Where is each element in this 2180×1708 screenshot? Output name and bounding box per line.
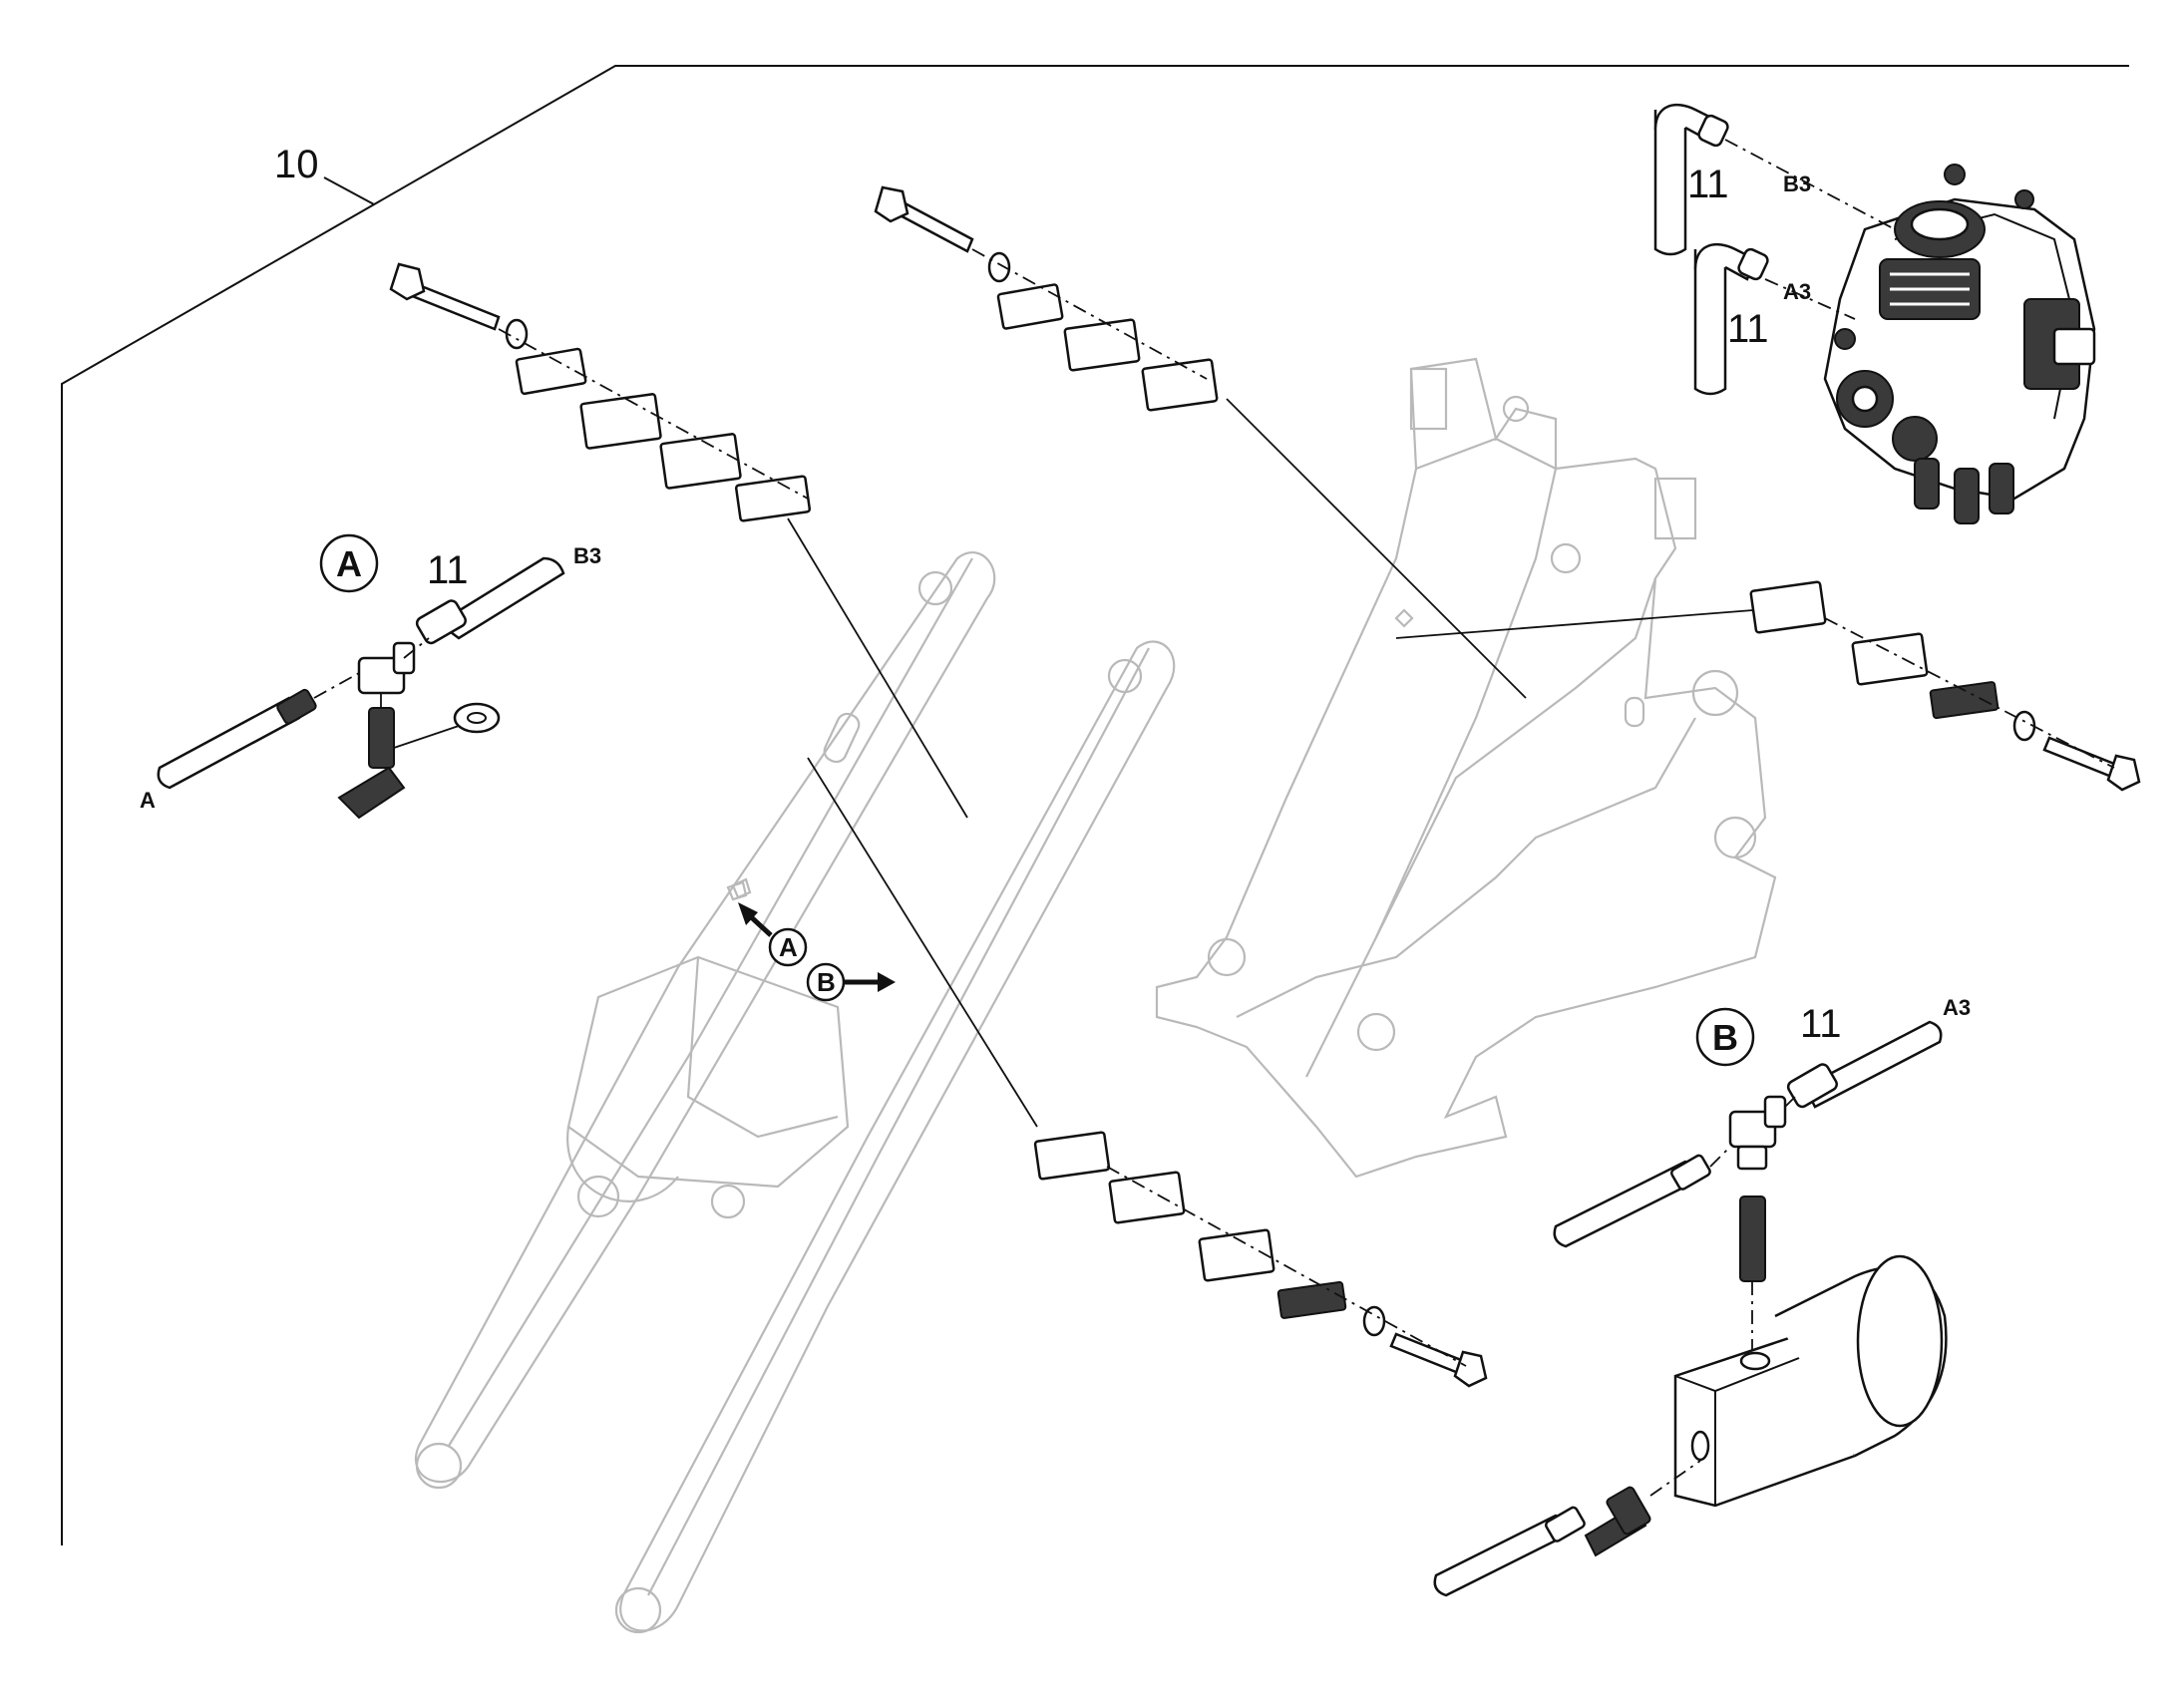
detail-marker-b: B: [1712, 1017, 1738, 1058]
clamp-kit-2: [874, 185, 1527, 699]
hoses-to-valve: 11 11 B3 A3: [1653, 103, 1896, 396]
control-valve: [1823, 164, 2096, 524]
marker-a-small: A: [779, 932, 798, 962]
detail-marker-a: A: [336, 543, 362, 584]
port-tag-a3-top: A3: [1783, 279, 1811, 304]
clamp-kit-1: [389, 262, 968, 819]
port-tag-a3-detail: A3: [1943, 995, 1971, 1020]
clamp-kit-4: [807, 757, 1488, 1388]
front-frame: [1155, 357, 1777, 1179]
arm-markers: A B: [726, 880, 896, 1002]
clamp-kit-3: [1395, 580, 2141, 792]
port-tag-b3-detail: B3: [573, 543, 601, 568]
callout-11-detail-b: 11: [1800, 1002, 1842, 1046]
port-tag-b3-top: B3: [1783, 171, 1811, 196]
loader-arms: [415, 551, 1176, 1634]
detail-b: B 11 A3: [1433, 995, 1971, 1597]
port-tag-a-detail: A: [140, 788, 156, 813]
assembly-frame: 10: [61, 65, 2129, 1545]
detail-a: A 11 B3 A: [140, 533, 601, 820]
callout-11-detail-a: 11: [427, 548, 469, 592]
marker-b-small: B: [817, 967, 836, 997]
callout-11-top: 11: [1687, 163, 1729, 206]
callout-11-top-2: 11: [1727, 307, 1769, 351]
callout-10: 10: [274, 143, 319, 186]
